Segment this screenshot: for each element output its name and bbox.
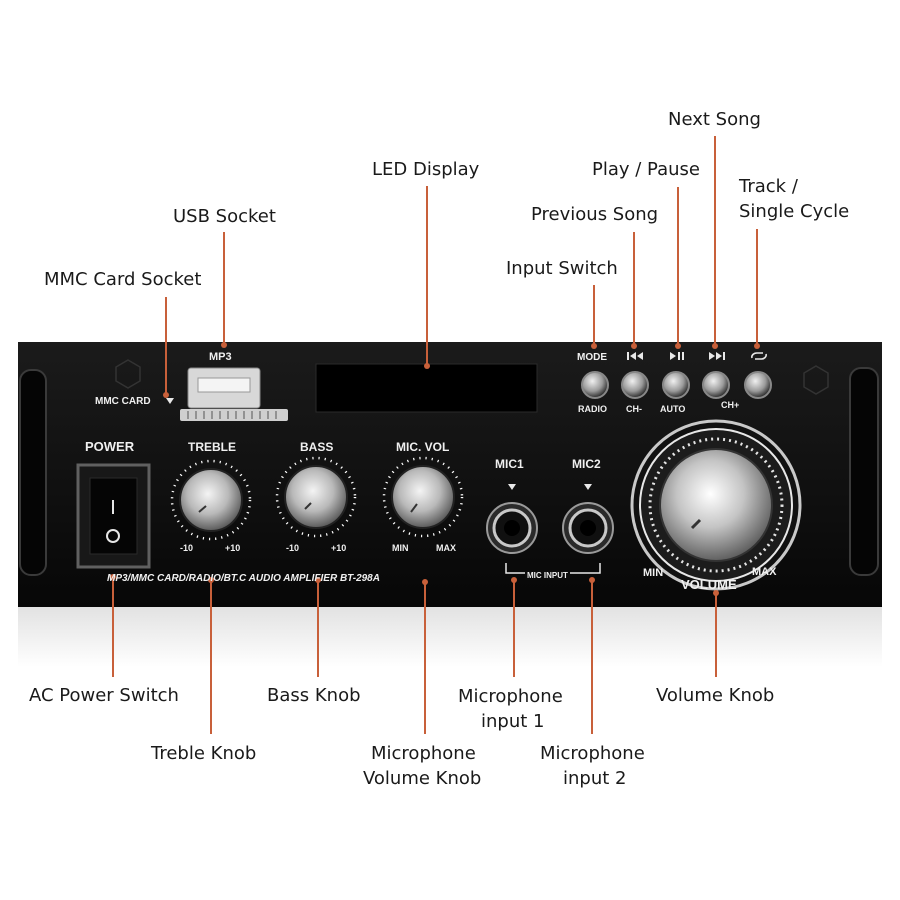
mmc-card-label: MMC CARD: [95, 396, 151, 407]
model-text: MP3/MMC CARD/RADIO/BT.C AUDIO AMPLIFIER …: [107, 573, 380, 584]
callout-track-line2: Single Cycle: [739, 199, 849, 224]
auto-label: AUTO: [660, 404, 685, 414]
callout-mic-input2-line1: Microphone: [540, 741, 645, 766]
volume-knob: [632, 421, 800, 589]
callout-mmc-card-socket: MMC Card Socket: [44, 267, 201, 292]
led-display: [316, 364, 537, 412]
volume-max-label: MAX: [752, 566, 776, 578]
mp3-label: MP3: [209, 351, 232, 363]
callout-track-line1: Track /: [739, 174, 798, 199]
play-pause-button: [663, 372, 689, 398]
bass-min-label: -10: [286, 543, 299, 553]
callout-usb-socket: USB Socket: [173, 204, 276, 229]
mic1-label: MIC1: [495, 457, 524, 471]
treble-label: TREBLE: [188, 440, 236, 454]
left-handle: [20, 370, 46, 575]
power-label: POWER: [85, 439, 134, 454]
mic-vol-min-label: MIN: [392, 543, 409, 553]
ch-plus-label: CH+: [721, 400, 739, 410]
bass-label: BASS: [300, 440, 333, 454]
radio-label: RADIO: [578, 404, 607, 414]
callout-treble-knob: Treble Knob: [151, 741, 256, 766]
callout-volume-knob: Volume Knob: [656, 683, 774, 708]
mic2-label: MIC2: [572, 457, 601, 471]
treble-max-label: +10: [225, 543, 240, 553]
callout-mic-volume-knob-line1: Microphone: [371, 741, 476, 766]
panel-reflection: [18, 607, 882, 667]
bass-max-label: +10: [331, 543, 346, 553]
callout-bass-knob: Bass Knob: [267, 683, 361, 708]
callout-next-song: Next Song: [668, 107, 761, 132]
callout-mic-input1-line1: Microphone: [458, 684, 563, 709]
volume-min-label: MIN: [643, 567, 663, 579]
mic-input-label: MIC INPUT: [525, 571, 570, 580]
callout-led-display: LED Display: [372, 157, 479, 182]
ch-minus-label: CH-: [626, 404, 642, 414]
mode-label: MODE: [577, 352, 607, 363]
callout-mic-input2-line2: input 2: [563, 766, 626, 791]
mic-vol-label: MIC. VOL: [396, 440, 449, 454]
callout-input-switch: Input Switch: [506, 256, 618, 281]
previous-button: [622, 372, 648, 398]
right-handle: [850, 368, 878, 575]
callout-mic-volume-knob-line2: Volume Knob: [363, 766, 481, 791]
callout-previous-song: Previous Song: [531, 202, 658, 227]
callout-mic-input1-line2: input 1: [481, 709, 544, 734]
next-button: [703, 372, 729, 398]
mode-button: [582, 372, 608, 398]
cycle-button: [745, 372, 771, 398]
treble-min-label: -10: [180, 543, 193, 553]
callout-ac-power-switch: AC Power Switch: [29, 683, 179, 708]
callout-play-pause: Play / Pause: [592, 157, 700, 182]
volume-label: VOLUME: [681, 577, 737, 592]
mic-vol-max-label: MAX: [436, 543, 456, 553]
